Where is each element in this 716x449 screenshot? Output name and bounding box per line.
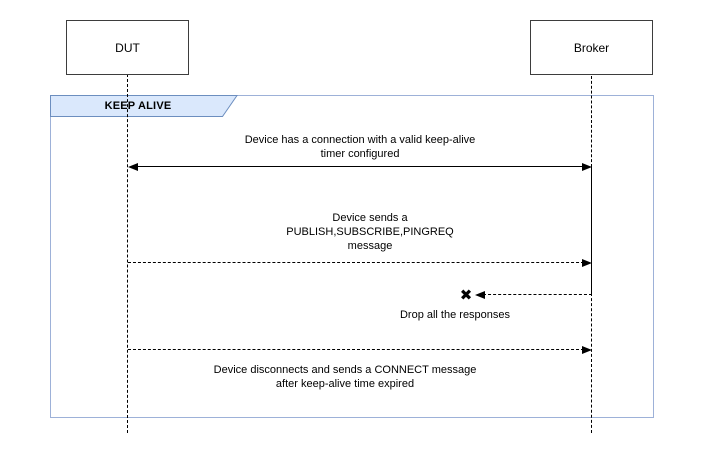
message-3-text: Drop all the responses — [357, 308, 553, 322]
arrowhead-right-icon — [582, 346, 592, 354]
message-1-arrow-line — [136, 166, 584, 167]
lifeline-broker-active-segment — [591, 167, 592, 293]
message-4-line-2: after keep-alive time expired — [275, 378, 415, 390]
message-2-line-3: message — [347, 240, 393, 252]
message-3-arrow-line — [483, 294, 592, 295]
message-4-line-1: Device disconnects and sends a CONNECT m… — [213, 364, 477, 376]
keep-alive-frame — [50, 95, 654, 418]
message-3-line-1: Drop all the responses — [399, 309, 511, 321]
arrowhead-right-icon — [582, 163, 592, 171]
message-1-text: Device has a connection with a valid kee… — [128, 133, 592, 161]
actor-label-dut: DUT — [115, 40, 140, 55]
lifeline-broker-upper — [591, 76, 592, 167]
actor-box-dut: DUT — [66, 20, 189, 75]
arrowhead-left-icon — [475, 291, 485, 299]
actor-label-broker: Broker — [573, 40, 610, 55]
arrowhead-left-icon — [128, 163, 138, 171]
arrowhead-right-icon — [582, 259, 592, 267]
frame-label-shape — [50, 95, 238, 117]
lost-message-x-icon: ✖ — [459, 287, 473, 304]
message-2-text: Device sends a PUBLISH,SUBSCRIBE,PINGREQ… — [138, 211, 602, 253]
message-1-line-1: Device has a connection with a valid kee… — [244, 134, 476, 146]
lifeline-broker-lower — [591, 293, 592, 433]
message-4-text: Device disconnects and sends a CONNECT m… — [113, 363, 577, 391]
actor-box-broker: Broker — [530, 20, 653, 75]
frame-label: KEEP ALIVE — [104, 99, 172, 112]
message-2-arrow-line — [128, 262, 584, 263]
message-2-line-2: PUBLISH,SUBSCRIBE,PINGREQ — [286, 226, 454, 238]
lifeline-dut — [127, 74, 128, 433]
message-4-arrow-line — [128, 349, 584, 350]
message-1-line-2: timer configured — [320, 148, 400, 160]
frame-label-tab — [50, 95, 238, 117]
message-2-line-1: Device sends a — [332, 212, 408, 224]
